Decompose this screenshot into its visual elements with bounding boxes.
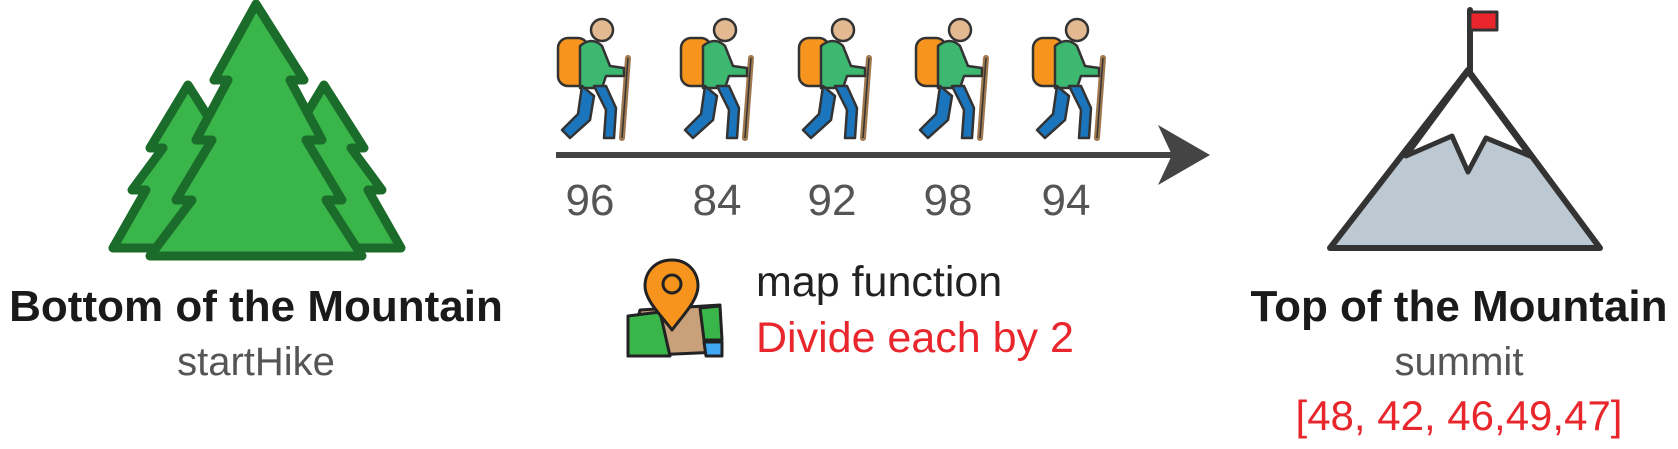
value-4: 94 xyxy=(1041,176,1091,225)
start-subtitle: startHike xyxy=(177,340,335,384)
map-description: Divide each by 2 xyxy=(756,314,1074,362)
value-2: 92 xyxy=(807,176,857,225)
map-label: map function xyxy=(756,258,1003,306)
value-0: 96 xyxy=(565,176,615,225)
summit-subtitle: summit xyxy=(1394,340,1524,384)
summit-result: [48, 42, 46,49,47] xyxy=(1295,392,1623,439)
value-1: 84 xyxy=(692,176,742,225)
summit-title: Top of the Mountain xyxy=(1250,282,1668,331)
start-title: Bottom of the Mountain xyxy=(9,282,503,331)
value-3: 98 xyxy=(923,176,973,225)
